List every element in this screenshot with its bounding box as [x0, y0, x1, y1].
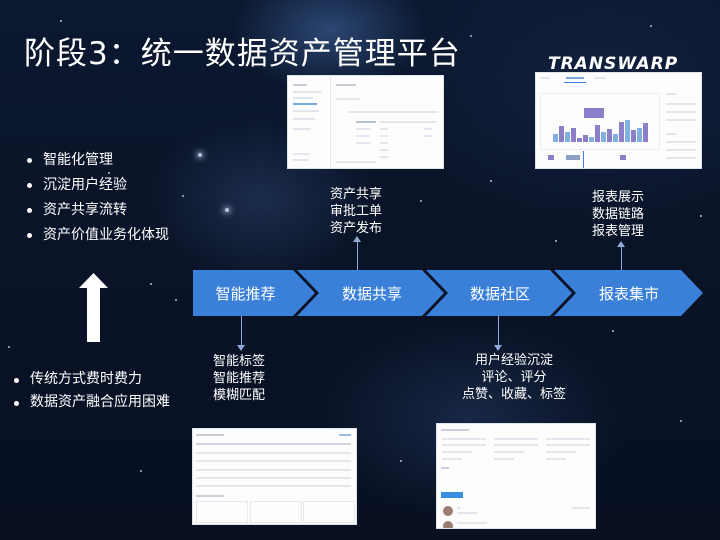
up-arrow-icon: [617, 241, 625, 247]
smart-recommend-screenshot: [192, 428, 357, 525]
step-report-market: 报表集市: [598, 284, 659, 303]
slide-title: 阶段3：统一数据资产管理平台: [24, 36, 461, 72]
down-arrow-icon: [494, 345, 502, 351]
data-community-screenshot: [436, 423, 596, 529]
data-sharing-screenshot: [287, 75, 444, 169]
down-arrow-icon: [237, 345, 245, 351]
problems-list: 传统方式费时费力 数据资产融合应用困难: [12, 368, 182, 414]
report-market-screenshot: [535, 72, 702, 169]
up-arrow-icon: [353, 236, 361, 242]
note-data-sharing: 资产共享审批工单资产发布: [330, 187, 383, 236]
problem-item: 数据资产融合应用困难: [12, 391, 182, 414]
connector-line: [241, 316, 242, 349]
note-data-community: 用户经验沉淀评论、评分点赞、收藏、标签: [461, 353, 566, 402]
note-report-market: 报表展示数据链路报表管理: [592, 190, 645, 239]
step-data-community: 数据社区: [469, 284, 530, 303]
benefit-item: 资产价值业务化体现: [25, 223, 169, 248]
step-data-sharing: 数据共享: [341, 284, 402, 303]
problem-item: 传统方式费时费力: [12, 368, 182, 391]
submit-button: [441, 492, 463, 498]
avatar: [443, 506, 453, 516]
benefit-item: 智能化管理: [25, 148, 169, 173]
up-arrow-icon: [79, 273, 108, 342]
connector-line: [357, 238, 358, 270]
connector-line: [498, 316, 499, 349]
benefit-item: 资产共享流转: [25, 198, 169, 223]
note-smart-recommend: 智能标签智能推荐模糊匹配: [213, 354, 266, 403]
connector-line: [621, 243, 622, 270]
process-flow: 智能推荐 数据共享 数据社区 报表集市: [193, 270, 705, 316]
benefit-item: 沉淀用户经验: [25, 173, 169, 198]
benefits-list: 智能化管理 沉淀用户经验 资产共享流转 资产价值业务化体现: [25, 148, 169, 248]
transwarp-logo: TRANSWARP: [548, 54, 679, 74]
step-smart-recommend: 智能推荐: [215, 284, 276, 303]
chevron-shapes: [193, 270, 703, 316]
avatar: [443, 521, 453, 528]
